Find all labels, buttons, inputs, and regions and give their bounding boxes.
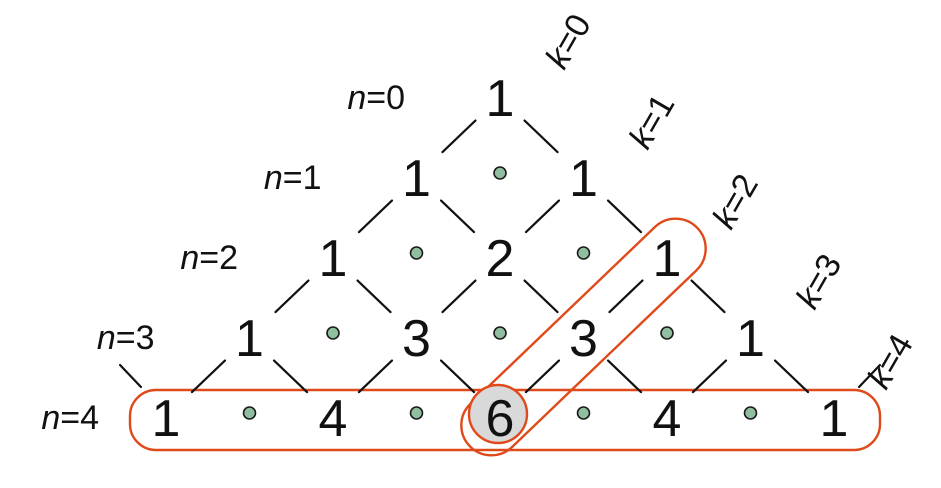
edge-left [357,359,394,394]
row-label: n=1 [264,159,322,197]
edge-left [524,359,561,394]
coefficient-value: 1 [319,230,348,288]
spacer-dot [576,406,591,420]
coefficient-value: 4 [319,390,348,448]
edge-right [356,279,392,314]
coefficient-value: 1 [653,230,682,288]
row-label: n=4 [41,399,99,437]
coefficient-value: 3 [402,310,431,368]
edge-right [606,359,643,394]
row-label: n=3 [97,319,155,357]
row-label: n=2 [180,239,238,277]
highlight-layer [128,217,882,457]
edge-left [357,199,394,234]
spacer-dot [242,406,257,420]
diagonal-highlight [460,217,707,457]
edge-left [190,359,227,394]
edge-right [606,199,643,234]
edge-right [272,359,309,394]
edge-leg [118,363,143,389]
edge-right [773,359,810,394]
edge-layer [118,119,882,394]
edge-left [274,279,310,314]
diagonal-label: k=2 [705,168,766,235]
diagonal-label: k=0 [538,8,599,75]
coefficient-value: 1 [152,390,181,448]
edge-left [524,199,561,234]
coefficient-value: 4 [653,390,682,448]
edge-right [523,279,559,314]
spacer-dot [660,326,674,340]
spacer-dot [409,246,424,260]
coefficient-value: 1 [569,150,598,208]
coefficient-value: 2 [486,230,515,288]
edge-left [691,359,728,394]
row-label: n=0 [347,79,405,117]
diagonal-label: k=3 [789,248,850,315]
spacer-dot [409,406,424,420]
spacer-dot [326,326,340,340]
spacer-dot [493,326,507,340]
edge-left [441,279,477,314]
edge-left [608,279,644,314]
spacer-dot [743,406,758,420]
spacer-dot [493,166,507,180]
coefficient-value: 1 [402,150,431,208]
coefficient-value: 6 [486,390,515,448]
edge-left [441,119,477,154]
spacer-dot [576,246,591,260]
coefficient-value: 3 [569,310,598,368]
edge-right [523,119,559,154]
coefficient-value: 1 [235,310,264,368]
coefficient-value: 1 [820,390,849,448]
selected-cell-highlight [467,383,529,445]
edge-right [439,199,476,234]
dot-layer [242,166,758,420]
coefficient-value: 1 [486,70,515,128]
edge-right [690,279,726,314]
edge-right [439,359,476,394]
diagonal-label: k=1 [622,88,683,155]
diagonal-label: k=4 [860,328,921,395]
coefficient-value: 1 [736,310,765,368]
edge-leg [857,363,882,389]
